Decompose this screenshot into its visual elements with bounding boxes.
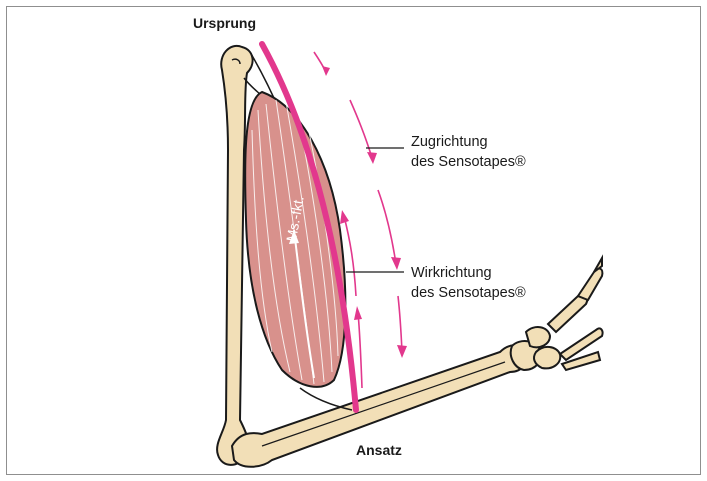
hand-bones xyxy=(511,258,603,370)
pull-direction-label-line1: Zugrichtung xyxy=(411,133,488,152)
effect-direction-label-line2: des Sensotapes® xyxy=(411,284,526,303)
origin-label: Ursprung xyxy=(193,14,256,33)
pull-direction-label-line2: des Sensotapes® xyxy=(411,153,526,172)
effect-direction-label-line1: Wirkrichtung xyxy=(411,264,492,283)
insertion-label: Ansatz xyxy=(356,441,402,460)
